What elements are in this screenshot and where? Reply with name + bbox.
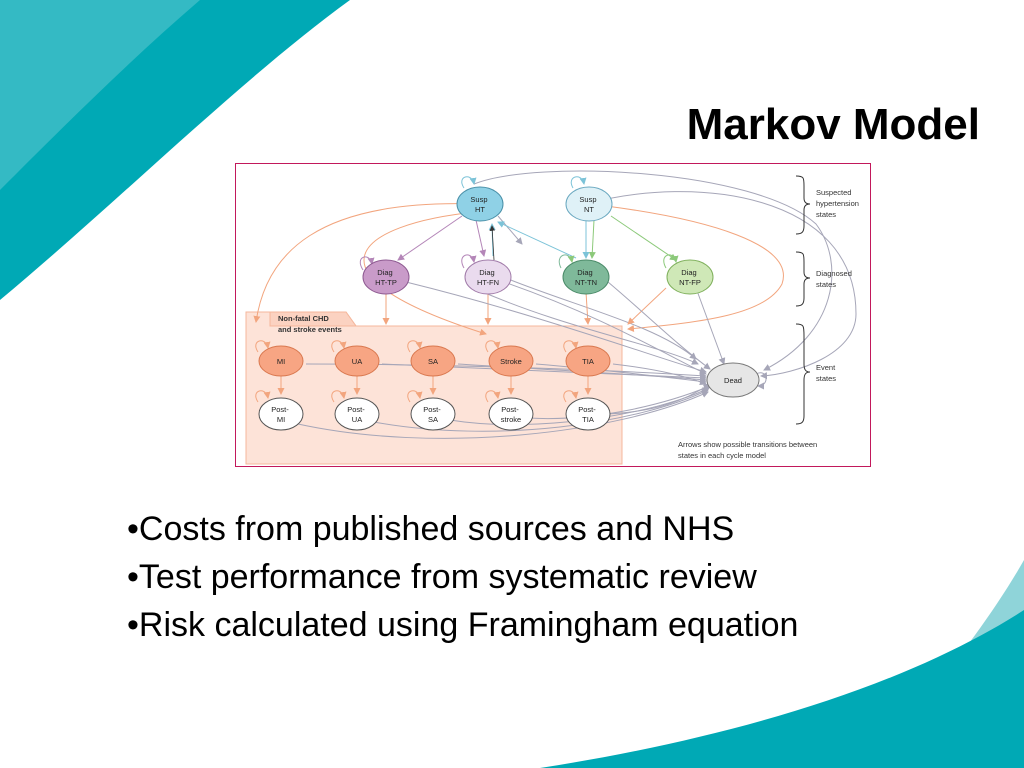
group-braces — [795, 175, 811, 425]
state-post-tia: Post- TIA — [565, 397, 611, 431]
state-diag-nt-tn: Diag NT-TN — [562, 259, 610, 295]
state-post-stroke: Post- stroke — [488, 397, 534, 431]
svg-text:Diag HT-FN: Diag HT-FN — [477, 268, 499, 287]
state-diag-ht-tp: Diag HT-TP — [362, 259, 410, 295]
teal-swoosh-bottom-right — [540, 610, 1024, 768]
bullet-list: Costs from published sources and NHS Tes… — [127, 505, 987, 649]
state-sa: SA — [410, 345, 456, 377]
bullet-item: Costs from published sources and NHS — [127, 505, 987, 553]
state-tia: TIA — [565, 345, 611, 377]
event-box-tab — [269, 311, 357, 327]
state-mi: MI — [258, 345, 304, 377]
svg-text:Dead: Dead — [724, 376, 742, 385]
diagram-caption: Arrows show possible transitions between… — [678, 440, 819, 460]
label-diagnosed-states: Diagnosed states — [816, 269, 854, 289]
event-states-box — [245, 311, 623, 465]
svg-text:Diag NT-TN: Diag NT-TN — [575, 268, 597, 287]
label-suspected-states: Suspected hypertension states — [816, 188, 861, 219]
bullet-item: Risk calculated using Framingham equatio… — [127, 601, 987, 649]
state-post-sa: Post- SA — [410, 397, 456, 431]
svg-text:TIA: TIA — [582, 357, 594, 366]
teal-swoosh-top-left-light — [0, 0, 200, 190]
state-susp-nt: Susp NT — [565, 186, 613, 222]
state-post-mi: Post- MI — [258, 397, 304, 431]
svg-text:Diag NT-FP: Diag NT-FP — [679, 268, 701, 287]
bullet-item: Test performance from systematic review — [127, 553, 987, 601]
svg-text:Post- UA: Post- UA — [347, 405, 367, 424]
state-susp-ht: Susp HT — [456, 186, 504, 222]
svg-text:UA: UA — [352, 357, 362, 366]
svg-text:Susp HT: Susp HT — [470, 195, 489, 214]
svg-text:Stroke: Stroke — [500, 357, 522, 366]
svg-text:Post- stroke: Post- stroke — [501, 405, 521, 424]
state-stroke: Stroke — [488, 345, 534, 377]
state-diag-nt-fp: Diag NT-FP — [666, 259, 714, 295]
state-dead: Dead — [706, 362, 760, 398]
state-ua: UA — [334, 345, 380, 377]
svg-text:SA: SA — [428, 357, 438, 366]
label-event-states: Event states — [816, 363, 837, 383]
svg-text:Post- SA: Post- SA — [423, 405, 443, 424]
transition-arrows — [253, 170, 857, 439]
svg-text:Diag HT-TP: Diag HT-TP — [375, 268, 397, 287]
markov-diagram: Non-fatal CHD and stroke events — [245, 170, 861, 465]
svg-text:Susp NT: Susp NT — [579, 195, 598, 214]
slide-title: Markov Model — [686, 100, 980, 149]
markov-diagram-figure: Non-fatal CHD and stroke events — [235, 163, 871, 467]
event-box-label: Non-fatal CHD and stroke events — [278, 314, 342, 334]
svg-text:Post- TIA: Post- TIA — [578, 405, 598, 424]
svg-text:Post- MI: Post- MI — [271, 405, 291, 424]
state-diag-ht-fn: Diag HT-FN — [464, 259, 512, 295]
state-post-ua: Post- UA — [334, 397, 380, 431]
svg-text:MI: MI — [277, 357, 285, 366]
